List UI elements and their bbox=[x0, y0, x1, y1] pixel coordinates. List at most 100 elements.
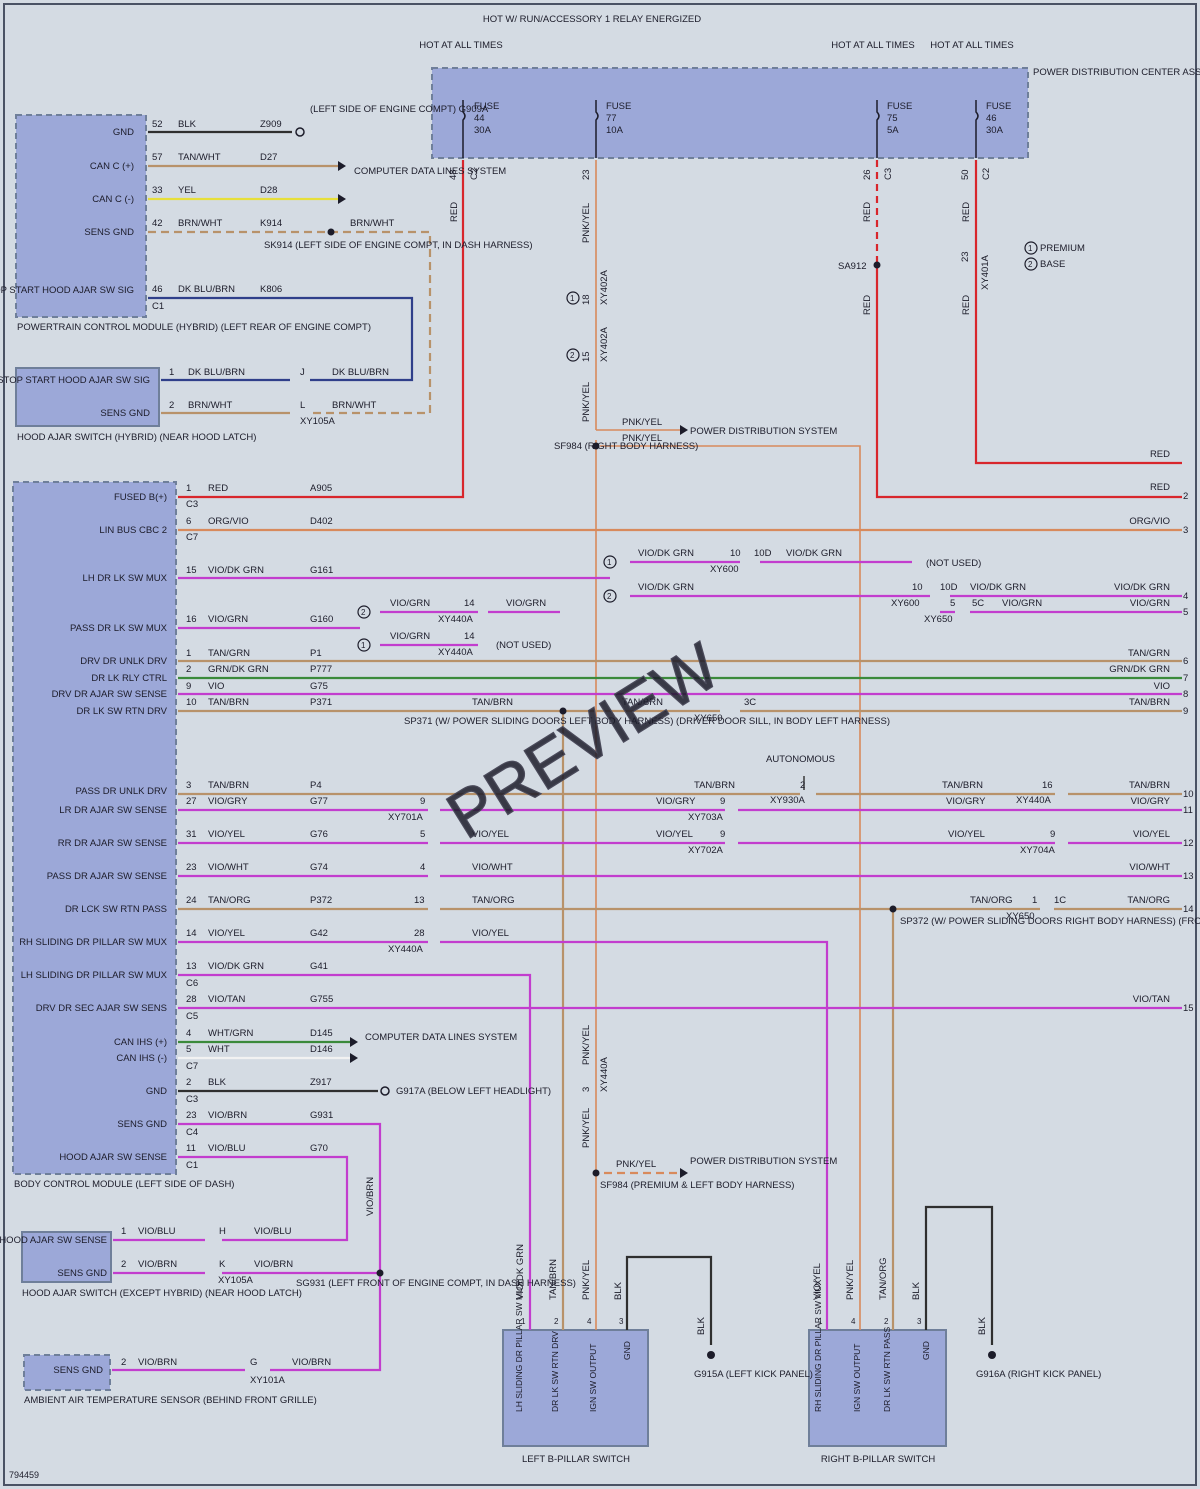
hot-label-2: HOT AT ALL TIMES bbox=[831, 40, 914, 51]
hood-nh-pin-1: HOOD AJAR SW SENSE bbox=[0, 1235, 107, 1246]
pcm-w5-circuit: K806 bbox=[260, 284, 282, 295]
option-circle-1b bbox=[357, 638, 371, 652]
vy-right: VIO/YEL bbox=[472, 829, 509, 840]
edge-num-14: 14 bbox=[1183, 904, 1194, 915]
g42-pin: 28 bbox=[414, 928, 425, 939]
ground-g916a: G916A (RIGHT KICK PANEL) bbox=[976, 1369, 1101, 1380]
lh1-pin: 10 bbox=[730, 548, 741, 559]
fuse-44-num: 44 bbox=[474, 113, 485, 124]
to-pin2: 1 bbox=[1032, 895, 1037, 906]
bcm-w-circ-6: P777 bbox=[310, 664, 332, 675]
bcm-w-color-1: RED bbox=[208, 483, 228, 494]
tb-pin2: 16 bbox=[1042, 780, 1053, 791]
sf984-wire-1: PNK/YEL bbox=[622, 417, 662, 428]
edge-tan-brn-9: TAN/BRN bbox=[1129, 697, 1170, 708]
fuse-44-color: RED bbox=[449, 202, 460, 222]
hh-w2-color: BRN/WHT bbox=[188, 400, 233, 411]
sf984-wire-2: PNK/YEL bbox=[622, 433, 662, 444]
hot-label-run: HOT W/ RUN/ACCESSORY 1 RELAY ENERGIZED bbox=[483, 14, 701, 25]
vy-right2: VIO/YEL bbox=[948, 829, 985, 840]
legend-base: BASE bbox=[1040, 259, 1065, 270]
bcm-w-pin-18: 5 bbox=[186, 1044, 191, 1055]
bcm-conn-c3: C3 bbox=[186, 499, 198, 510]
vw-right: VIO/WHT bbox=[472, 862, 513, 873]
wire-g42 bbox=[178, 940, 829, 1330]
bcm-pin-hood-ajar: HOOD AJAR SW SENSE bbox=[59, 1152, 167, 1163]
arrow-pds bbox=[680, 425, 688, 435]
bcm-w-circ-4: G160 bbox=[310, 614, 333, 625]
fuse-77-color: PNK/YEL bbox=[581, 203, 592, 243]
amb-w-right: VIO/BRN bbox=[292, 1357, 331, 1368]
bcm-conn-c7b: C7 bbox=[186, 1061, 198, 1072]
pm1-right: VIO/GRN bbox=[506, 598, 546, 609]
bcm-w-pin-21: 11 bbox=[186, 1143, 196, 1154]
pds-ref-lower: POWER DISTRIBUTION SYSTEM bbox=[690, 1156, 837, 1167]
option-circle-2b bbox=[357, 605, 371, 619]
bcm-w-pin-12: 23 bbox=[186, 862, 197, 873]
fuse-75-pin: 26 bbox=[862, 169, 873, 180]
bcm-pin-lk-rtn-drv: DR LK SW RTN DRV bbox=[77, 706, 168, 717]
hh-w1-right: DK BLU/BRN bbox=[332, 367, 389, 378]
edge-num-8: 8 bbox=[1183, 689, 1188, 700]
pm1-conn: XY440A bbox=[438, 614, 474, 625]
lh1-color: VIO/DK GRN bbox=[638, 548, 694, 559]
bcm-w-circ-19: Z917 bbox=[310, 1077, 332, 1088]
legend-1-num: 1 bbox=[1028, 244, 1033, 253]
edge-num-3: 3 bbox=[1183, 525, 1188, 536]
bcm-w-circ-9: P4 bbox=[310, 780, 322, 791]
edge-red-top: RED bbox=[1150, 449, 1170, 460]
tb-color: TAN/BRN bbox=[694, 780, 735, 791]
bcm-w-pin-8: 10 bbox=[186, 697, 197, 708]
pcm-w4-circuit: K914 bbox=[260, 218, 282, 229]
bcm-w-pin-1: 1 bbox=[186, 483, 191, 494]
xy650-5-color: VIO/GRN bbox=[1002, 598, 1042, 609]
ground-g909a: (LEFT SIDE OF ENGINE COMPT) G909A bbox=[310, 104, 489, 115]
bcm-w-circ-20: G931 bbox=[310, 1110, 333, 1121]
rp-pinnum-1: 1 bbox=[818, 1317, 823, 1326]
rp-wire-3: TAN/ORG bbox=[878, 1257, 889, 1300]
wire-g70 bbox=[178, 1155, 349, 1242]
lp-pinnum-2: 2 bbox=[554, 1317, 559, 1326]
pnk-vert-pin: 3 bbox=[581, 1087, 592, 1092]
bcm-pin-pass-ajar: PASS DR AJAR SW SENSE bbox=[47, 871, 167, 882]
lp-wire-5: BLK bbox=[696, 1316, 707, 1335]
wire-right-gnd bbox=[924, 1205, 994, 1345]
right-pillar-box bbox=[808, 1329, 947, 1447]
wire-k914 bbox=[148, 230, 432, 415]
bcm-w-pin-5: 1 bbox=[186, 648, 191, 659]
ground-g916a-symbol bbox=[988, 1351, 996, 1359]
pm1-pin: 14 bbox=[464, 598, 475, 609]
cdl-ref-2: COMPUTER DATA LINES SYSTEM bbox=[365, 1032, 517, 1043]
lh2-right: VIO/DK GRN bbox=[970, 582, 1026, 593]
splice-sf984-lower-label: SF984 (PREMIUM & LEFT BODY HARNESS) bbox=[600, 1180, 794, 1191]
edge-vio-yel: VIO/YEL bbox=[1133, 829, 1170, 840]
lp-wire-1: VIO/DK GRN bbox=[515, 1244, 526, 1300]
diagram-id: 794459 bbox=[9, 1470, 39, 1480]
bcm-w-color-14: VIO/YEL bbox=[208, 928, 245, 939]
pcm-pin-gnd: GND bbox=[113, 127, 134, 138]
ground-g917a: G917A (BELOW LEFT HEADLIGHT) bbox=[396, 1086, 551, 1097]
wire-g931 bbox=[178, 1122, 382, 1372]
tb-pin: 2 bbox=[800, 780, 805, 791]
bcm-w-pin-11: 31 bbox=[186, 829, 197, 840]
hh-w2-pin: 2 bbox=[169, 400, 174, 411]
splice-sg931 bbox=[376, 1269, 384, 1277]
bcm-w-pin-3: 15 bbox=[186, 565, 197, 576]
splice-sf984-label: SF984 (RIGHT BODY HARNESS) bbox=[554, 441, 698, 452]
option-circle-1c bbox=[566, 291, 580, 305]
bcm-w-color-3: VIO/DK GRN bbox=[208, 565, 264, 576]
edge-vio-grn: VIO/GRN bbox=[1130, 598, 1170, 609]
amb-w-conn: XY101A bbox=[250, 1375, 286, 1386]
red-xy401a-label: RED bbox=[961, 295, 972, 315]
hood-nh-pin-2: SENS GND bbox=[57, 1268, 107, 1279]
xy402a-conn-1: XY402A bbox=[599, 269, 610, 305]
pcm-pin-canc-plus: CAN C (+) bbox=[90, 161, 134, 172]
option-circle-2c bbox=[566, 348, 580, 362]
sp371-right-pin: 3C bbox=[744, 697, 756, 708]
bcm-pin-lck-rtn-pass: DR LCK SW RTN PASS bbox=[65, 904, 167, 915]
hood-hybrid-pin-1: STOP START HOOD AJAR SW SIG bbox=[0, 375, 150, 386]
bcm-w-circ-12: G74 bbox=[310, 862, 328, 873]
fuse-75-num: 75 bbox=[887, 113, 898, 124]
fuse-75-label: FUSE bbox=[887, 101, 912, 112]
lh1-conn: XY600 bbox=[710, 564, 739, 575]
